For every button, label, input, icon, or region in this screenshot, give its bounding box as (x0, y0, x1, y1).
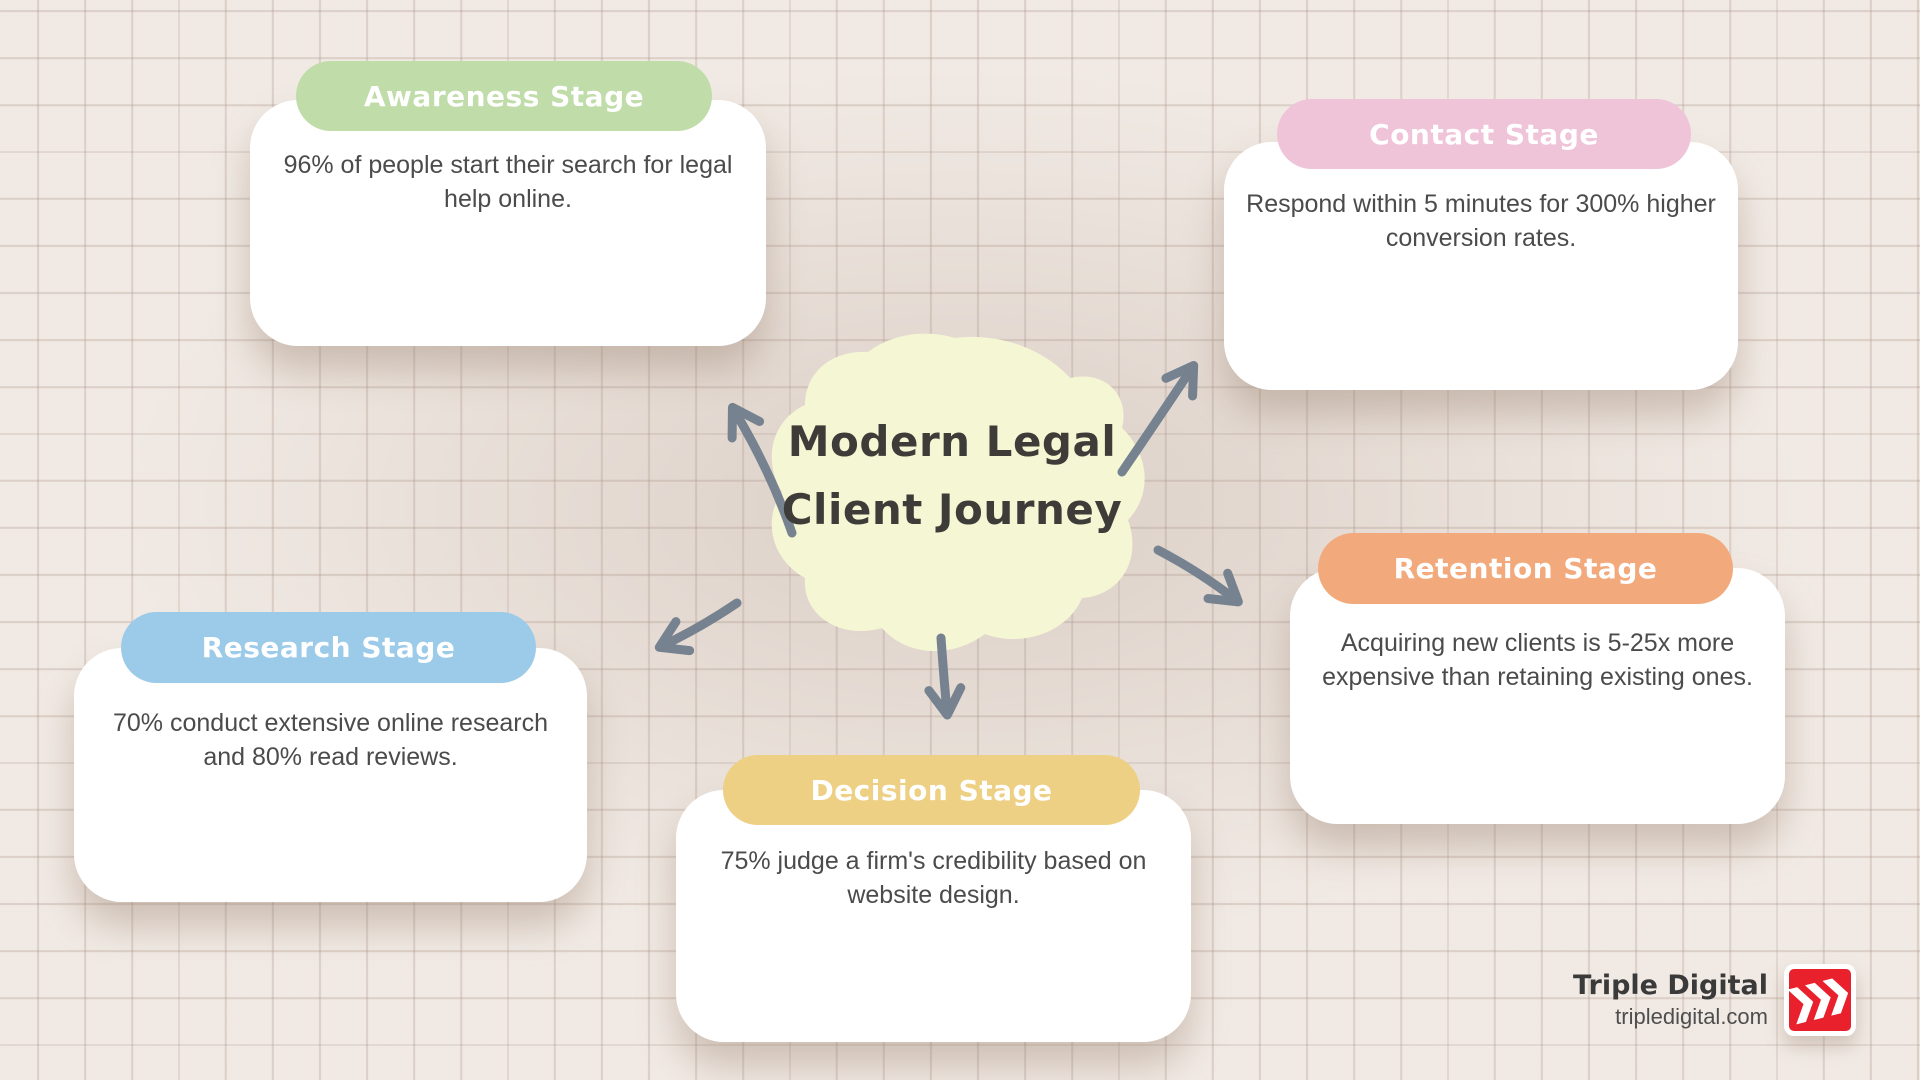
stage-label-contact: Contact Stage (1369, 117, 1599, 151)
center-title: Modern Legal Client Journey (752, 408, 1152, 544)
stage-pill-research: Research Stage (121, 612, 536, 683)
stage-body-research: 70% conduct extensive online research an… (113, 709, 548, 771)
stage-body-decision: 75% judge a firm's credibility based on … (720, 847, 1147, 909)
stage-body-contact: Respond within 5 minutes for 300% higher… (1246, 190, 1716, 252)
brand-block: Triple Digital tripledigital.com (1573, 964, 1856, 1036)
arrow-to-decision (924, 633, 966, 720)
triple-chevron-icon (1787, 978, 1849, 1025)
center-blob (771, 333, 1145, 652)
stage-label-retention: Retention Stage (1393, 552, 1658, 585)
stage-label-research: Research Stage (201, 631, 456, 664)
stage-card-contact: Contact Stage Respond within 5 minutes f… (1224, 99, 1738, 390)
brand-logo (1784, 964, 1856, 1036)
stage-card-retention: Retention Stage Acquiring new clients is… (1290, 533, 1785, 824)
brand-url: tripledigital.com (1615, 1004, 1768, 1029)
stage-body-awareness: 96% of people start their search for leg… (283, 151, 733, 213)
brand-name: Triple Digital (1573, 970, 1768, 1001)
stage-pill-awareness: Awareness Stage (296, 61, 712, 131)
stage-pill-contact: Contact Stage (1277, 99, 1691, 169)
stage-card-decision: Decision Stage 75% judge a firm's credib… (676, 755, 1191, 1042)
center-title-line1: Modern Legal (787, 417, 1117, 466)
stage-pill-decision: Decision Stage (723, 755, 1140, 825)
arrow-to-contact (1117, 361, 1199, 477)
stage-label-awareness: Awareness Stage (363, 79, 645, 113)
stage-pill-retention: Retention Stage (1318, 533, 1733, 604)
stage-card-research: Research Stage 70% conduct extensive onl… (74, 612, 587, 902)
stage-card-awareness: Awareness Stage 96% of people start thei… (250, 61, 766, 346)
stage-label-decision: Decision Stage (810, 773, 1053, 807)
arrow-to-awareness (727, 402, 797, 538)
arrow-to-research (654, 598, 742, 656)
stage-body-retention: Acquiring new clients is 5-25x more expe… (1322, 629, 1753, 691)
center-title-line2: Client Journey (781, 485, 1123, 534)
arrow-to-retention (1153, 545, 1243, 607)
